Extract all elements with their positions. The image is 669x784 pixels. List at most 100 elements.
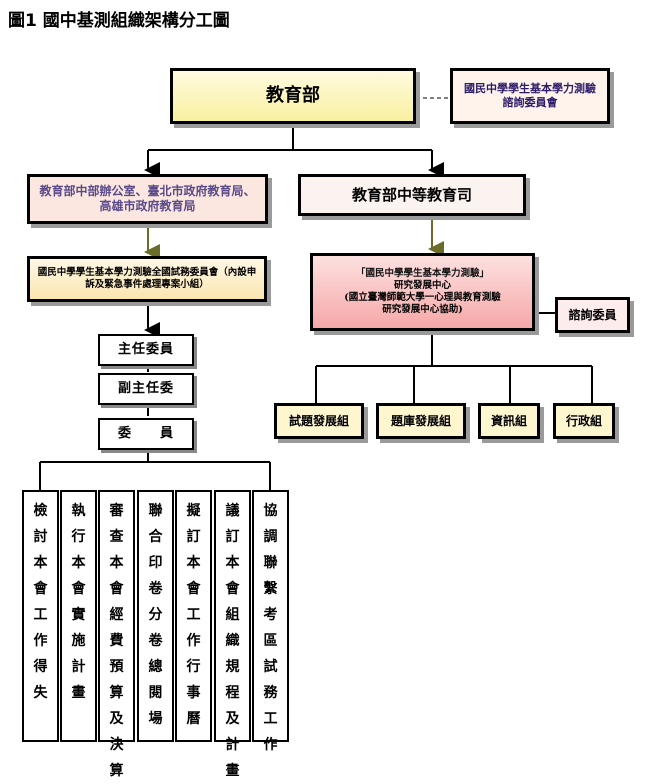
task-char: 考	[263, 607, 278, 623]
consult-label: 諮詢委員	[568, 307, 617, 322]
task-char: 工	[263, 711, 278, 727]
role-vice-chair: 副主任委	[98, 373, 194, 405]
page-title: 圖1 國中基測組織架構分工圖	[8, 11, 230, 31]
moe-office-label: 教育部中部辦公室、臺北市政府教育局、高雄市政府教育局	[39, 184, 256, 213]
task-column: 檢討本會工作得失	[22, 490, 59, 742]
task-char: 算	[109, 763, 124, 779]
task-char: 擬	[186, 503, 201, 519]
task-char: 聯	[148, 503, 163, 519]
task-char: 聯	[263, 555, 278, 571]
task-char: 預	[109, 659, 124, 675]
role-member: 委 員	[98, 418, 194, 450]
connector-lines	[39, 97, 593, 490]
task-char: 繫	[263, 581, 278, 597]
task-column: 協調聯繫考區試務工作	[252, 490, 289, 753]
task-char: 訂	[225, 529, 240, 545]
task-char: 實	[71, 607, 86, 623]
exam-committee-node: 國民中學學生基本學力測驗全國試務委員會（內設申訴及緊急事件處理專案小組）	[27, 256, 267, 302]
task-char: 卷	[148, 581, 163, 597]
group-item-information: 資訊組	[478, 403, 540, 439]
task-column: 擬訂本會工作行事曆	[175, 490, 212, 742]
task-char: 行	[186, 659, 201, 675]
advisory-committee-node: 國民中學學生基本學力測驗諮詢委員會	[450, 68, 610, 124]
task-char: 費	[109, 633, 124, 649]
ministry-label: 教育部	[266, 84, 320, 106]
task-char: 卷	[148, 633, 163, 649]
task-char: 總	[148, 659, 163, 675]
task-char: 本	[109, 555, 124, 571]
task-char: 本	[71, 555, 86, 571]
task-char: 討	[33, 529, 48, 545]
task-char: 算	[109, 685, 124, 701]
committee-label: 國民中學學生基本學力測驗全國試務委員會（內設申訴及緊急事件處理專案小組）	[37, 267, 257, 290]
secondary-dept-label: 教育部中等教育司	[351, 185, 472, 204]
group-item-administration: 行政組	[553, 403, 615, 439]
task-char: 會	[225, 581, 240, 597]
task-char: 組	[225, 607, 240, 623]
task-char: 印	[148, 555, 163, 571]
moe-office-node: 教育部中部辦公室、臺北市政府教育局、高雄市政府教育局	[27, 174, 268, 224]
task-char: 議	[225, 503, 240, 519]
task-char: 本	[186, 555, 201, 571]
task-char: 決	[109, 737, 124, 753]
center-line-3: (國立臺灣師範大學一心理與教育測驗	[344, 292, 501, 303]
task-char: 作	[186, 633, 201, 649]
center-line-4: 研究發展中心協助)	[382, 303, 463, 315]
group-label: 資訊組	[490, 413, 527, 428]
task-char: 本	[33, 555, 48, 571]
task-char: 區	[263, 633, 278, 649]
role-label: 副主任委	[117, 380, 174, 396]
task-char: 規	[225, 659, 240, 675]
secondary-dept-node: 教育部中等教育司	[298, 174, 526, 216]
task-char: 施	[71, 633, 86, 649]
advisory-label: 國民中學學生基本學力測驗諮詢委員會	[464, 82, 596, 109]
task-char: 畫	[71, 685, 86, 701]
task-char: 及	[225, 711, 240, 727]
task-column: 執行本會實施計畫	[60, 490, 97, 742]
ministry-node: 教育部	[170, 68, 416, 124]
task-char: 工	[33, 607, 48, 623]
task-char: 協	[263, 503, 278, 519]
task-char: 會	[186, 581, 201, 597]
task-char: 經	[109, 607, 124, 623]
task-char: 程	[225, 685, 240, 701]
task-char: 事	[186, 685, 201, 701]
task-char: 作	[33, 633, 48, 649]
task-char: 訂	[186, 529, 201, 545]
task-char: 合	[148, 529, 163, 545]
task-char: 織	[225, 633, 240, 649]
task-char: 失	[33, 685, 48, 701]
task-char: 審	[109, 503, 124, 519]
group-item-development: 試題發展組	[274, 403, 364, 439]
task-char: 本	[225, 555, 240, 571]
task-column: 審查本會經費預算及決算	[98, 490, 135, 779]
task-char: 會	[33, 581, 48, 597]
task-column: 議訂本會組織規程及計畫	[214, 490, 251, 779]
role-label: 委 員	[117, 425, 174, 441]
task-char: 閱	[148, 685, 163, 701]
task-char: 場	[148, 711, 163, 727]
task-char: 檢	[33, 503, 48, 519]
task-char: 查	[109, 529, 124, 545]
task-char: 工	[186, 607, 201, 623]
task-column: 聯合印卷分卷總閱場	[137, 490, 174, 742]
task-char: 作	[263, 737, 278, 753]
center-line-1: 「國民中學學生基本學力測驗」	[355, 268, 489, 280]
group-label: 試題發展組	[288, 413, 349, 428]
task-char: 曆	[186, 711, 201, 727]
group-label: 題庫發展組	[390, 413, 451, 428]
task-char: 務	[263, 685, 278, 701]
group-label: 行政組	[565, 413, 602, 428]
task-char: 計	[71, 659, 86, 675]
task-char: 得	[33, 659, 48, 675]
task-char: 試	[263, 659, 278, 675]
task-char: 分	[148, 607, 163, 623]
task-char: 會	[71, 581, 86, 597]
task-char: 畫	[225, 763, 240, 779]
task-char: 執	[71, 503, 86, 519]
consult-members-node: 諮詢委員	[555, 297, 630, 333]
center-line-2: 研究發展中心	[393, 280, 451, 292]
task-char: 計	[225, 737, 240, 753]
task-char: 會	[109, 581, 124, 597]
task-char: 調	[263, 529, 278, 545]
